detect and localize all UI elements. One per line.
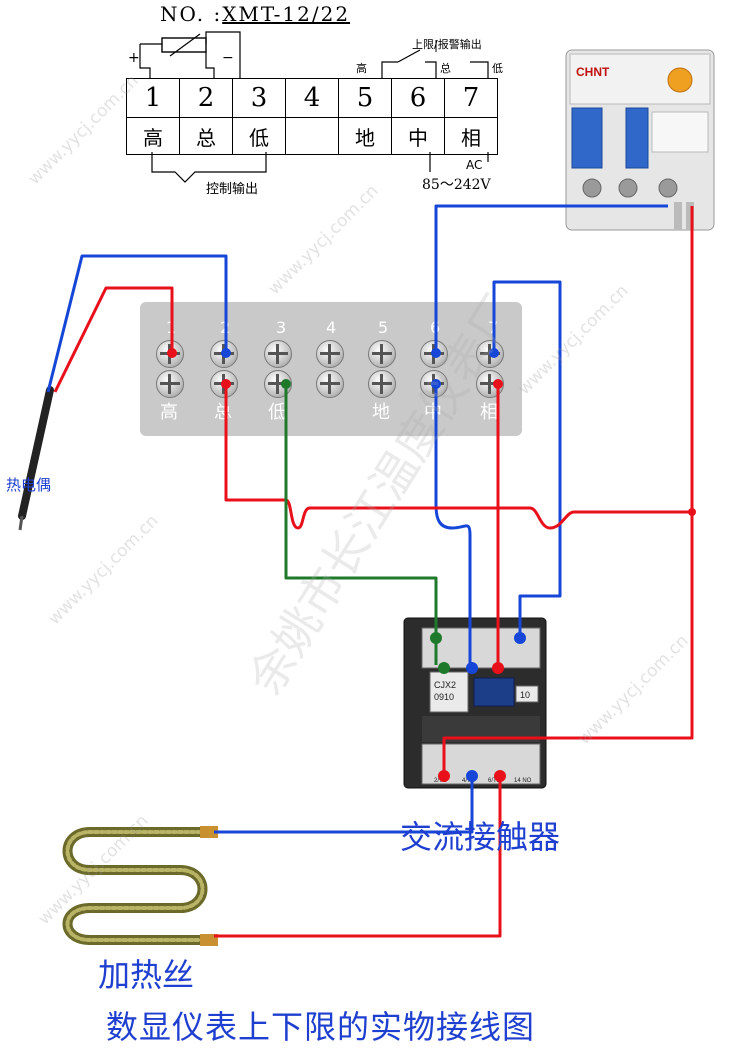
model-prefix: NO. : (160, 2, 223, 26)
relay-common-label: 总 (440, 62, 451, 75)
block-num-3: 3 (276, 318, 287, 337)
dot-t6b (431, 379, 441, 389)
ac-contactor: CJX2 0910 10 2/T1 4/T2 6/T3 14 NO (403, 617, 547, 789)
dot-t1 (167, 348, 177, 358)
contactor-label: 交流接触器 (400, 818, 561, 856)
dot-t1-out (438, 770, 450, 782)
dot-coil-a1 (430, 632, 442, 644)
block-label-7: 相 (480, 402, 498, 423)
contactor-aux: 10 (520, 690, 530, 700)
wire-heater-red (214, 776, 502, 938)
dot-junction (688, 508, 696, 516)
block-label-1: 高 (160, 402, 178, 423)
wire-neutral-to-contactor (434, 380, 472, 665)
heater-label: 加热丝 (98, 956, 195, 994)
dot-t7b (493, 379, 503, 389)
dot-t2 (221, 348, 231, 358)
wire-breaker-neutral (434, 204, 668, 352)
contactor-term-t1: 2/T1 (434, 778, 447, 784)
schem-label-2: 总 (179, 117, 233, 155)
wire-tc-blue (46, 254, 228, 393)
circuit-breaker: CHNT (565, 49, 715, 231)
dot-l2 (466, 662, 478, 674)
relay-output-label: 上限/报警输出 (412, 38, 482, 51)
dot-coil-a2 (514, 632, 526, 644)
dot-t3-out (494, 770, 506, 782)
schematic-terminal-table: 1 2 3 4 5 6 7 高 总 低 地 中 相 (126, 78, 498, 155)
thermocouple-label: 热电偶 (6, 476, 52, 494)
model-number: NO. :XMT-12/22 (160, 2, 350, 26)
voltage-label: 85～242V (422, 177, 491, 193)
schem-label-3: 低 (232, 117, 286, 155)
dot-t2-out (466, 770, 478, 782)
block-num-4: 4 (326, 318, 337, 337)
terminal-block (140, 302, 522, 436)
dot-t2b (221, 379, 231, 389)
dot-t6 (431, 348, 441, 358)
block-label-5: 地 (372, 402, 390, 423)
relay-low-label: 低 (492, 62, 503, 75)
screw-4a (316, 340, 344, 368)
screw-3a (264, 340, 292, 368)
contactor-term-t2: 4/T2 (462, 778, 475, 784)
contactor-code: 0910 (434, 692, 454, 702)
model-value: XMT-12/22 (222, 2, 351, 26)
contactor-model: CJX2 (434, 680, 456, 690)
schem-label-4 (285, 117, 339, 155)
heater-coil (62, 826, 218, 946)
schem-label-6: 中 (391, 117, 445, 155)
dot-t3b (281, 379, 291, 389)
breaker-toggle (571, 107, 603, 169)
schem-term-3: 3 (232, 78, 286, 118)
schem-label-5: 地 (338, 117, 392, 155)
control-output-label: 控制输出 (206, 182, 259, 197)
page-title: 数显仪表上下限的实物接线图 (106, 1008, 536, 1046)
screw-5b (368, 370, 396, 398)
schematic-lines (139, 31, 489, 183)
contactor-term-no: 14 NO (514, 778, 532, 784)
dot-t7 (489, 348, 499, 358)
screw-1b (156, 370, 184, 398)
dot-l1 (438, 662, 450, 674)
thermocouple-probe (18, 386, 54, 531)
contactor-term-t3: 6/T3 (488, 778, 501, 784)
sensor-symbol (161, 37, 207, 53)
dot-l3 (492, 662, 504, 674)
screw-5a (368, 340, 396, 368)
ac-label: AC (466, 158, 483, 172)
schem-term-1: 1 (126, 78, 180, 118)
schem-term-7: 7 (444, 78, 498, 118)
wire-heater-blue (214, 776, 474, 834)
block-num-5: 5 (378, 318, 389, 337)
wire-control-green (284, 384, 438, 665)
minus-sign: − (222, 50, 234, 66)
plus-sign: + (128, 50, 140, 66)
schem-term-5: 5 (338, 78, 392, 118)
wire-tc-red (53, 286, 174, 393)
wire-breaker-phase (442, 206, 694, 776)
relay-high-label: 高 (356, 62, 367, 75)
block-label-3: 低 (268, 402, 286, 423)
wire-phase-loop (492, 280, 562, 636)
screw-4b (316, 370, 344, 398)
schem-label-7: 相 (444, 117, 498, 155)
breaker-brand: CHNT (576, 65, 610, 79)
wire-common-red (224, 384, 692, 530)
schem-term-2: 2 (179, 78, 233, 118)
